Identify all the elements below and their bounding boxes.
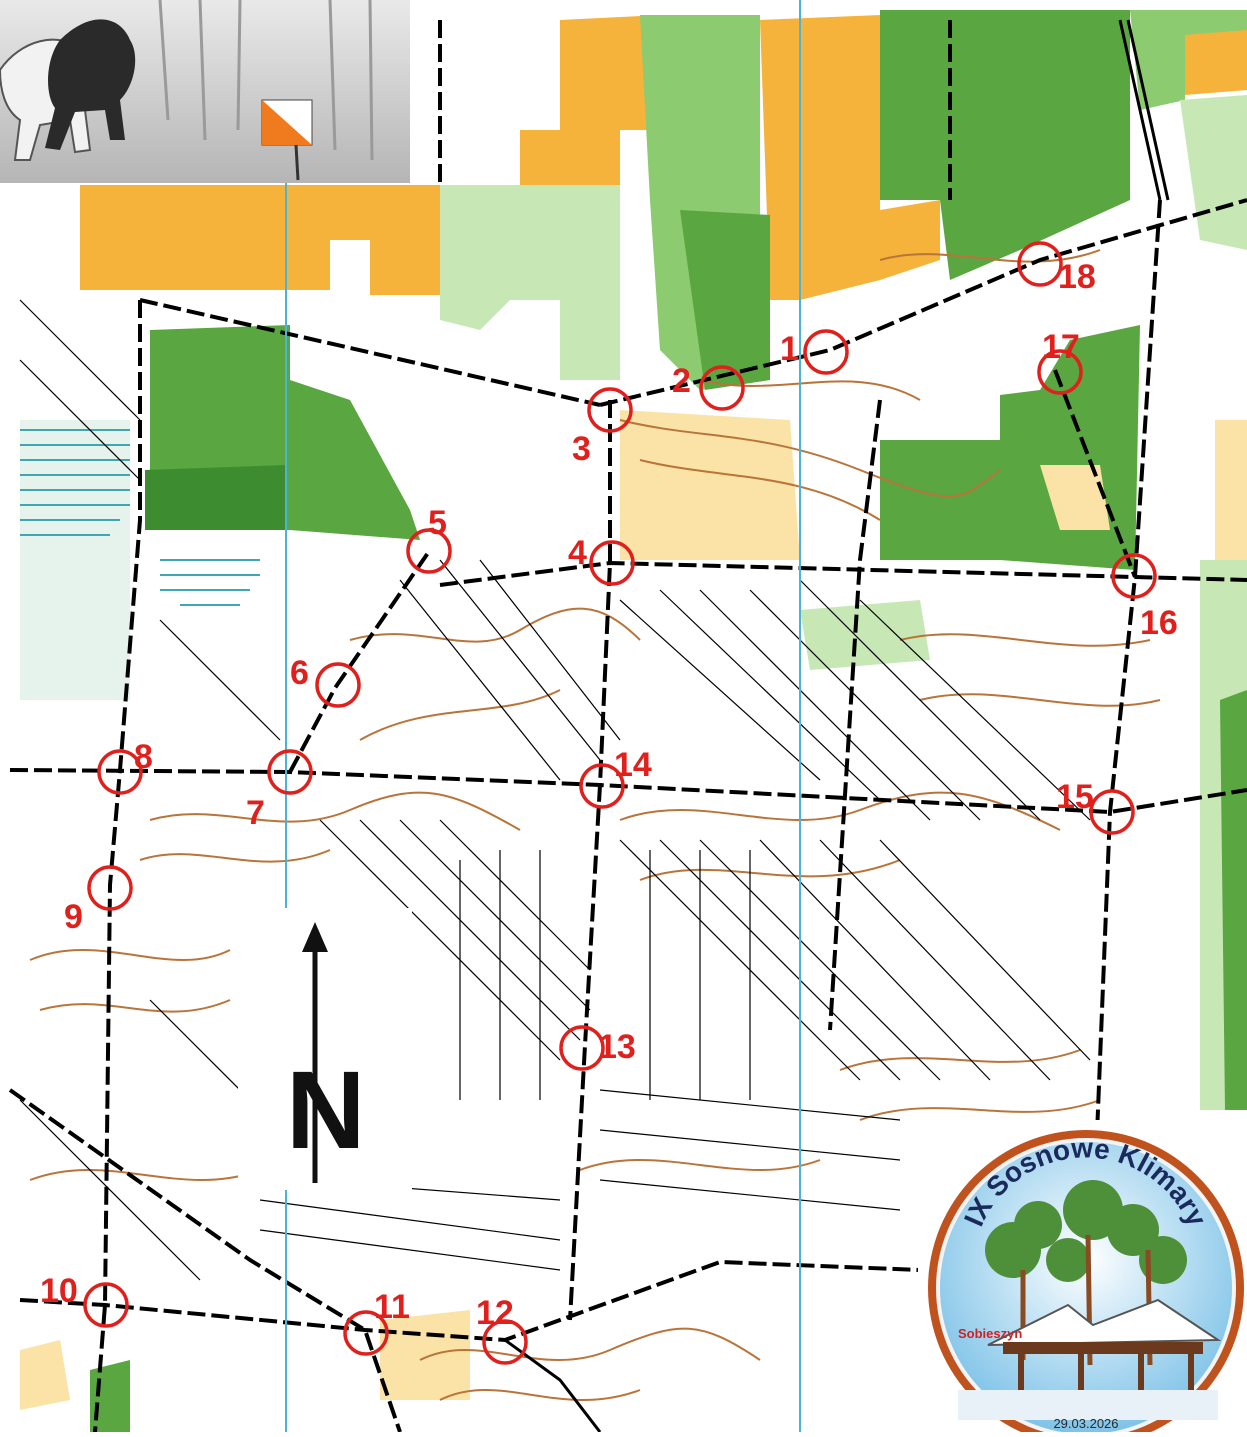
- marsh-areas: [20, 429, 260, 606]
- logo-location: Sobieszyn: [958, 1326, 1022, 1341]
- control-circle-17: [1037, 349, 1083, 395]
- control-number-16: 16: [1140, 604, 1178, 642]
- control-number-3: 3: [572, 430, 591, 468]
- control-number-11: 11: [374, 1288, 410, 1326]
- north-arrow: N: [238, 908, 412, 1190]
- control-circle-8: [97, 749, 143, 795]
- control-number-17: 17: [1042, 328, 1080, 366]
- control-number-9: 9: [64, 898, 83, 936]
- control-circle-9: [87, 865, 133, 911]
- control-circle-18: [1017, 241, 1063, 287]
- control-circle-15: [1089, 789, 1135, 835]
- control-circle-7: [267, 749, 313, 795]
- magnetic-north-lines: [285, 0, 801, 1432]
- cut-lines: [19, 299, 1091, 1281]
- control-circle-3: [587, 387, 633, 433]
- control-circle-4: [589, 540, 635, 586]
- control-circle-16: [1111, 553, 1157, 599]
- control-circle-10: [83, 1282, 129, 1328]
- control-number-18: 18: [1058, 258, 1096, 296]
- control-number-4: 4: [568, 534, 587, 572]
- control-number-15: 15: [1056, 778, 1094, 816]
- control-circle-12: [482, 1319, 528, 1365]
- control-number-14: 14: [614, 746, 652, 784]
- control-number-6: 6: [290, 654, 309, 692]
- horses-and-control-flag-icon: [0, 0, 410, 183]
- control-circle-5: [406, 528, 452, 574]
- control-number-10: 10: [40, 1272, 78, 1310]
- control-circle-6: [315, 662, 361, 708]
- control-circle-14: [579, 763, 625, 809]
- control-circle-1: [803, 329, 849, 375]
- tracks: [8, 20, 1247, 1432]
- north-letter: N: [286, 1049, 365, 1172]
- control-number-8: 8: [134, 738, 153, 776]
- control-number-1: 1: [780, 330, 799, 368]
- control-number-7: 7: [246, 794, 265, 832]
- control-number-2: 2: [672, 362, 691, 400]
- header-illustration: [0, 0, 410, 183]
- control-number-5: 5: [428, 504, 447, 542]
- logo-date: 29.03.2026: [1053, 1416, 1118, 1431]
- contour-lines: [29, 249, 1161, 1401]
- event-logo: IX Sosnowe Klimary Sobieszyn 29.03.2026: [918, 1120, 1247, 1437]
- control-circle-13: [559, 1025, 605, 1071]
- control-number-12: 12: [476, 1294, 514, 1332]
- control-circle-11: [343, 1310, 389, 1356]
- control-number-13: 13: [598, 1028, 636, 1066]
- control-circle-2: [699, 365, 745, 411]
